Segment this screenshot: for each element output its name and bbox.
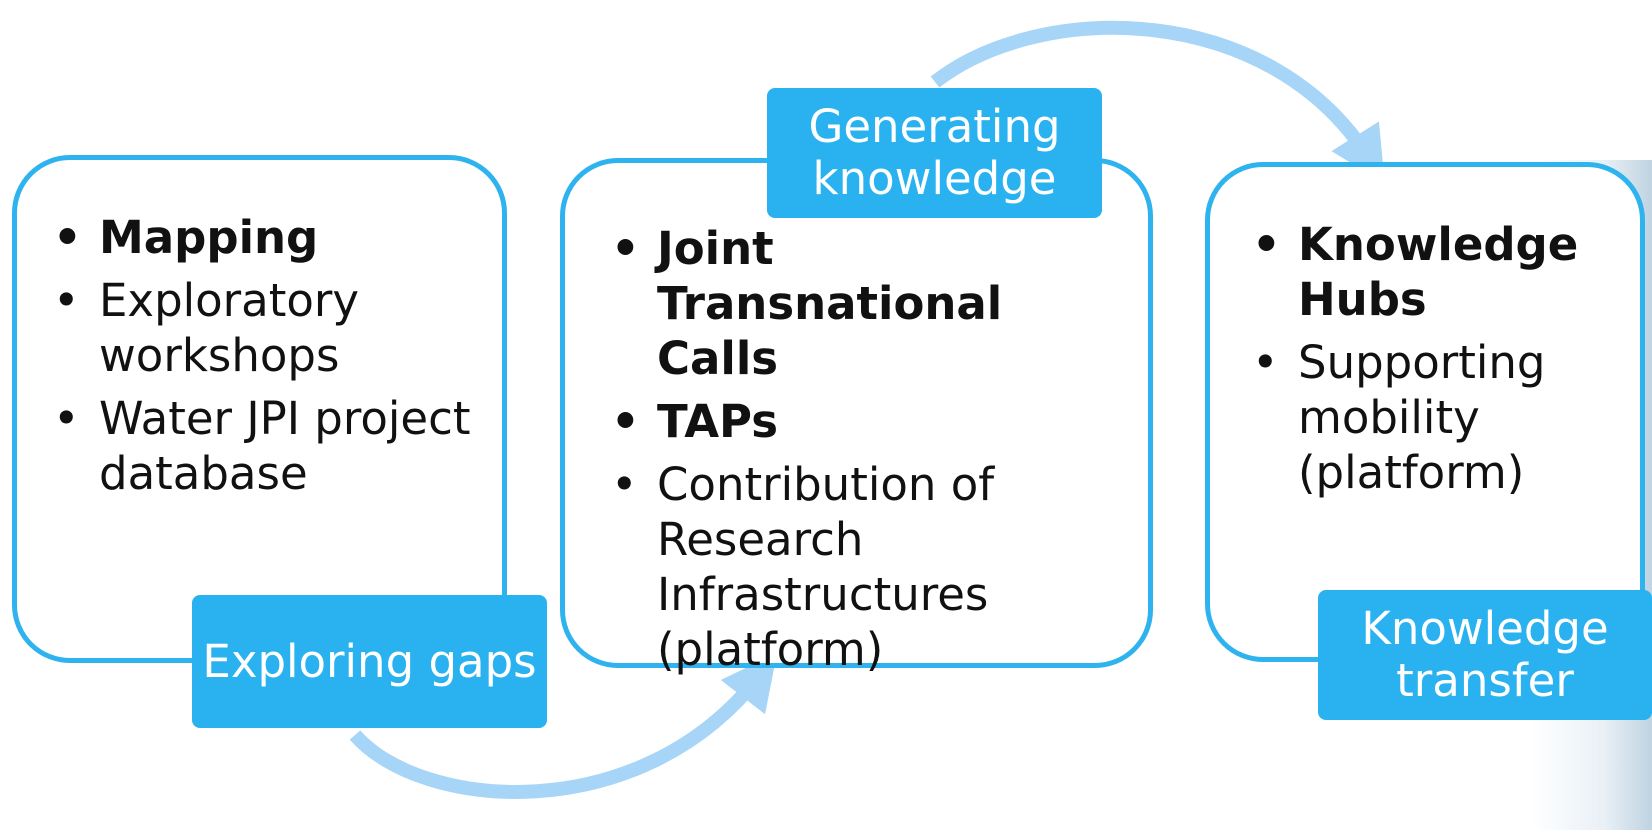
card-generating-knowledge: Joint Transnational Calls TAPs Contribut… xyxy=(560,158,1153,676)
tag-generating-knowledge: Generating knowledge xyxy=(767,88,1102,218)
arrow-exploring-to-generating xyxy=(349,652,778,799)
card-knowledge-transfer: Knowledge Hubs Supporting mobility (plat… xyxy=(1205,162,1645,662)
list-item-research-infrastructures: Contribution of Research Infrastructures… xyxy=(597,457,1027,677)
tag-label: Generating knowledge xyxy=(808,100,1061,205)
tag-label: Exploring gaps xyxy=(202,634,537,688)
card-list: Joint Transnational Calls TAPs Contribut… xyxy=(597,221,1138,677)
list-item-mapping: Mapping xyxy=(39,210,492,265)
list-item-exploratory-workshops: Exploratory workshops xyxy=(39,273,379,383)
tag-knowledge-transfer: Knowledge transfer xyxy=(1318,590,1652,720)
tag-exploring-gaps: Exploring gaps xyxy=(192,595,547,728)
arrow-generating-to-transfer xyxy=(930,20,1385,184)
card-list: Mapping Exploratory workshops Water JPI … xyxy=(39,210,492,501)
list-item-project-database: Water JPI project database xyxy=(39,391,489,501)
list-item-joint-calls: Joint Transnational Calls xyxy=(597,221,1127,386)
tag-label: Knowledge transfer xyxy=(1361,602,1609,707)
list-item-knowledge-hubs: Knowledge Hubs xyxy=(1238,217,1598,327)
list-item-taps: TAPs xyxy=(597,394,1138,449)
list-item-supporting-mobility: Supporting mobility (platform) xyxy=(1238,335,1558,500)
card-exploring-gaps: Mapping Exploratory workshops Water JPI … xyxy=(12,155,507,663)
card-list: Knowledge Hubs Supporting mobility (plat… xyxy=(1238,217,1630,500)
